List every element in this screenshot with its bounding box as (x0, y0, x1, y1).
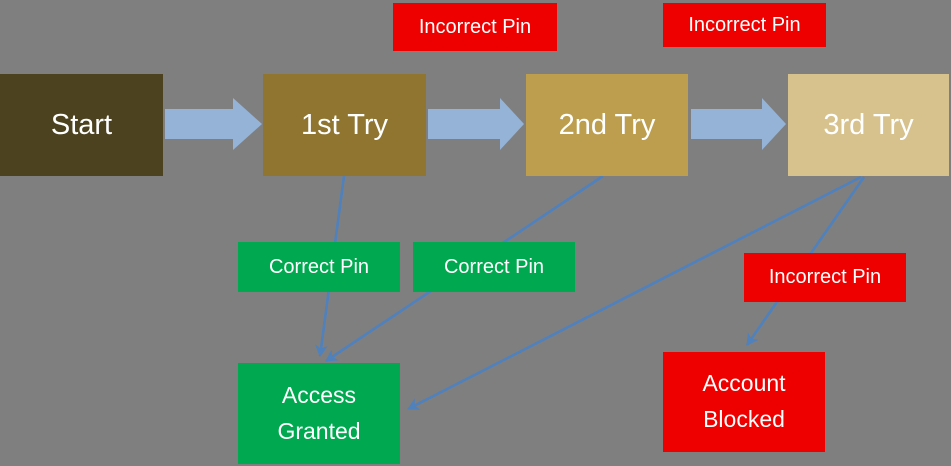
node-account-blocked-text: Account Blocked (702, 370, 786, 432)
node-access-granted[interactable]: Access Granted (238, 363, 400, 464)
node-2nd-try-text: 2nd Try (558, 108, 656, 141)
label-incorrect-pin-1-text: Incorrect Pin (418, 15, 532, 38)
label-correct-pin-2-text: Correct Pin (443, 255, 545, 278)
node-3rd-try-text: 3rd Try (823, 108, 914, 141)
flow-arrow-try2-to-try3[interactable] (691, 98, 786, 150)
node-2nd-try[interactable]: 2nd Try (526, 74, 688, 176)
label-incorrect-pin-2-text: Incorrect Pin (688, 13, 801, 36)
label-correct-pin-1-text: Correct Pin (268, 255, 370, 278)
label-incorrect-pin-3-text: Incorrect Pin (768, 266, 882, 288)
node-1st-try[interactable]: 1st Try (263, 74, 426, 176)
label-incorrect-pin-2[interactable]: Incorrect Pin (663, 3, 826, 47)
label-correct-pin-1[interactable]: Correct Pin (238, 242, 400, 292)
connector-try3-to-access-granted[interactable] (407, 175, 862, 411)
label-correct-pin-2[interactable]: Correct Pin (413, 242, 575, 292)
flow-arrow-start-to-try1[interactable] (165, 98, 262, 150)
label-incorrect-pin-3[interactable]: Incorrect Pin (744, 253, 906, 302)
node-start[interactable]: Start (0, 74, 163, 176)
node-account-blocked[interactable]: Account Blocked (663, 352, 825, 452)
node-start-text: Start (50, 108, 113, 141)
label-incorrect-pin-1[interactable]: Incorrect Pin (393, 3, 557, 51)
node-1st-try-text: 1st Try (300, 108, 388, 141)
node-3rd-try[interactable]: 3rd Try (788, 74, 949, 176)
flow-arrow-try1-to-try2[interactable] (428, 98, 524, 150)
node-access-granted-text: Access Granted (277, 381, 361, 444)
